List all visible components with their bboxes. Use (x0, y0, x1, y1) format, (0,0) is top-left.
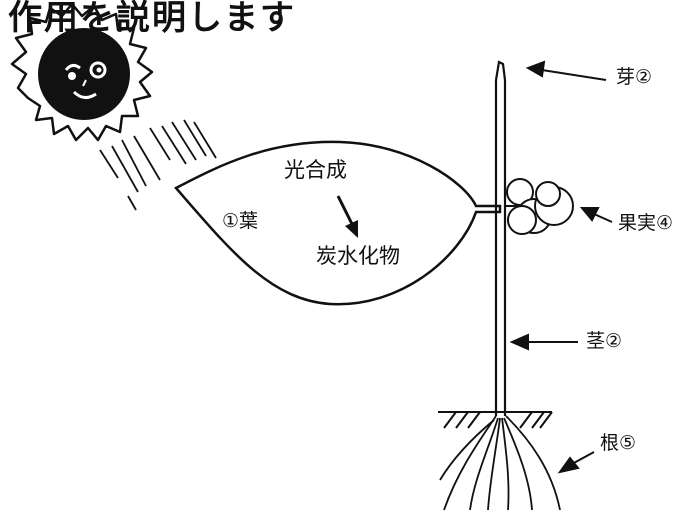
root-label: 根⑤ (600, 432, 637, 454)
sun-icon (10, 2, 154, 142)
pointer-arrows (509, 60, 613, 474)
roots (439, 415, 561, 511)
leaf-label: ①葉 (222, 210, 259, 232)
fruit-cluster (505, 178, 574, 235)
leaf-shape (174, 140, 502, 306)
bud-label: 芽② (616, 66, 653, 88)
page-title: 作用を説明します (8, 0, 296, 38)
process-arrow (336, 195, 358, 238)
carbohydrate-label: 炭水化物 (316, 244, 400, 268)
ground-line (438, 411, 553, 429)
fruit-label: 果実④ (618, 212, 674, 234)
stem-label: 茎② (586, 330, 623, 352)
photosynthesis-label: 光合成 (284, 158, 347, 182)
stem (494, 60, 507, 416)
sun-rays (99, 119, 217, 211)
